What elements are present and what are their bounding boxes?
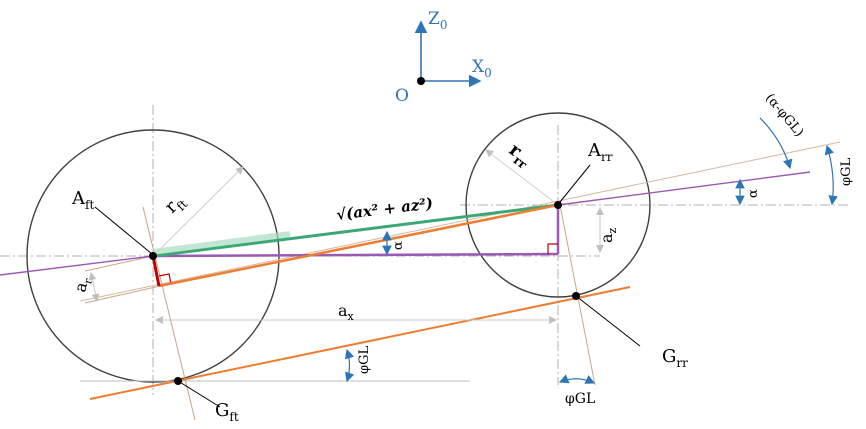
phi-rear-arrow	[558, 374, 596, 384]
front-normal-line	[142, 206, 196, 421]
point-a-ft	[149, 252, 157, 260]
alpha-minus-phi-arrow	[759, 117, 793, 170]
phi-front-arrow	[344, 348, 355, 383]
phi-gl-rear-label: φGL	[565, 391, 595, 407]
a-rr-leader	[559, 164, 591, 203]
orange-ground-line	[89, 286, 631, 400]
alpha-right-label: α	[746, 189, 761, 198]
red-a-r-segment	[151, 255, 161, 287]
purple-horizontal	[152, 252, 559, 258]
point-g-ft	[174, 377, 182, 385]
a-x-label: ax	[338, 301, 355, 323]
frame-origin-point	[417, 77, 425, 85]
alpha-minus-phi-label: (α-φGL)	[762, 91, 807, 140]
sqrt-formula-label: √(ax² + az²)	[335, 194, 434, 224]
a-rr-label: Arr	[587, 140, 613, 164]
a-r-label: ar	[70, 274, 95, 294]
x-axis-label: X0	[472, 57, 492, 80]
a-z-label: az	[597, 227, 619, 243]
a-r-ext-line-1	[84, 255, 154, 272]
purple-line-left	[0, 255, 154, 276]
right-angle-front	[158, 273, 172, 285]
body-reference-line	[79, 141, 841, 302]
origin-label: O	[395, 86, 409, 106]
green-hypotenuse	[152, 203, 559, 258]
r-rr-arrow	[485, 149, 559, 206]
phi-gl-right-label: φGL	[839, 158, 854, 186]
purple-line-right	[557, 171, 811, 206]
rear-wheel	[465, 112, 651, 298]
green-shade	[152, 231, 291, 255]
g-rr-leader	[575, 295, 641, 347]
point-a-rr	[554, 201, 562, 209]
right-angle-rear	[547, 243, 558, 254]
a-ft-leader	[94, 206, 153, 255]
z-axis-label: Z0	[428, 9, 447, 32]
a-ft-label: Aft	[71, 188, 94, 212]
g-ft-label: Gft	[215, 400, 239, 424]
orange-body-line	[158, 203, 559, 288]
alpha-mid-label: α	[391, 241, 406, 250]
g-rr-label: Grr	[662, 346, 688, 370]
point-g-rr	[572, 292, 580, 300]
g-ft-leader	[177, 380, 221, 408]
a-r-ext-line-2	[84, 285, 161, 304]
r-ft-label: rft	[161, 190, 191, 220]
r-ft-arrow	[152, 166, 244, 257]
a-r-dimension	[88, 272, 100, 302]
phi-gl-front-label: φGL	[357, 346, 372, 374]
phi-right-arrow	[824, 144, 838, 206]
